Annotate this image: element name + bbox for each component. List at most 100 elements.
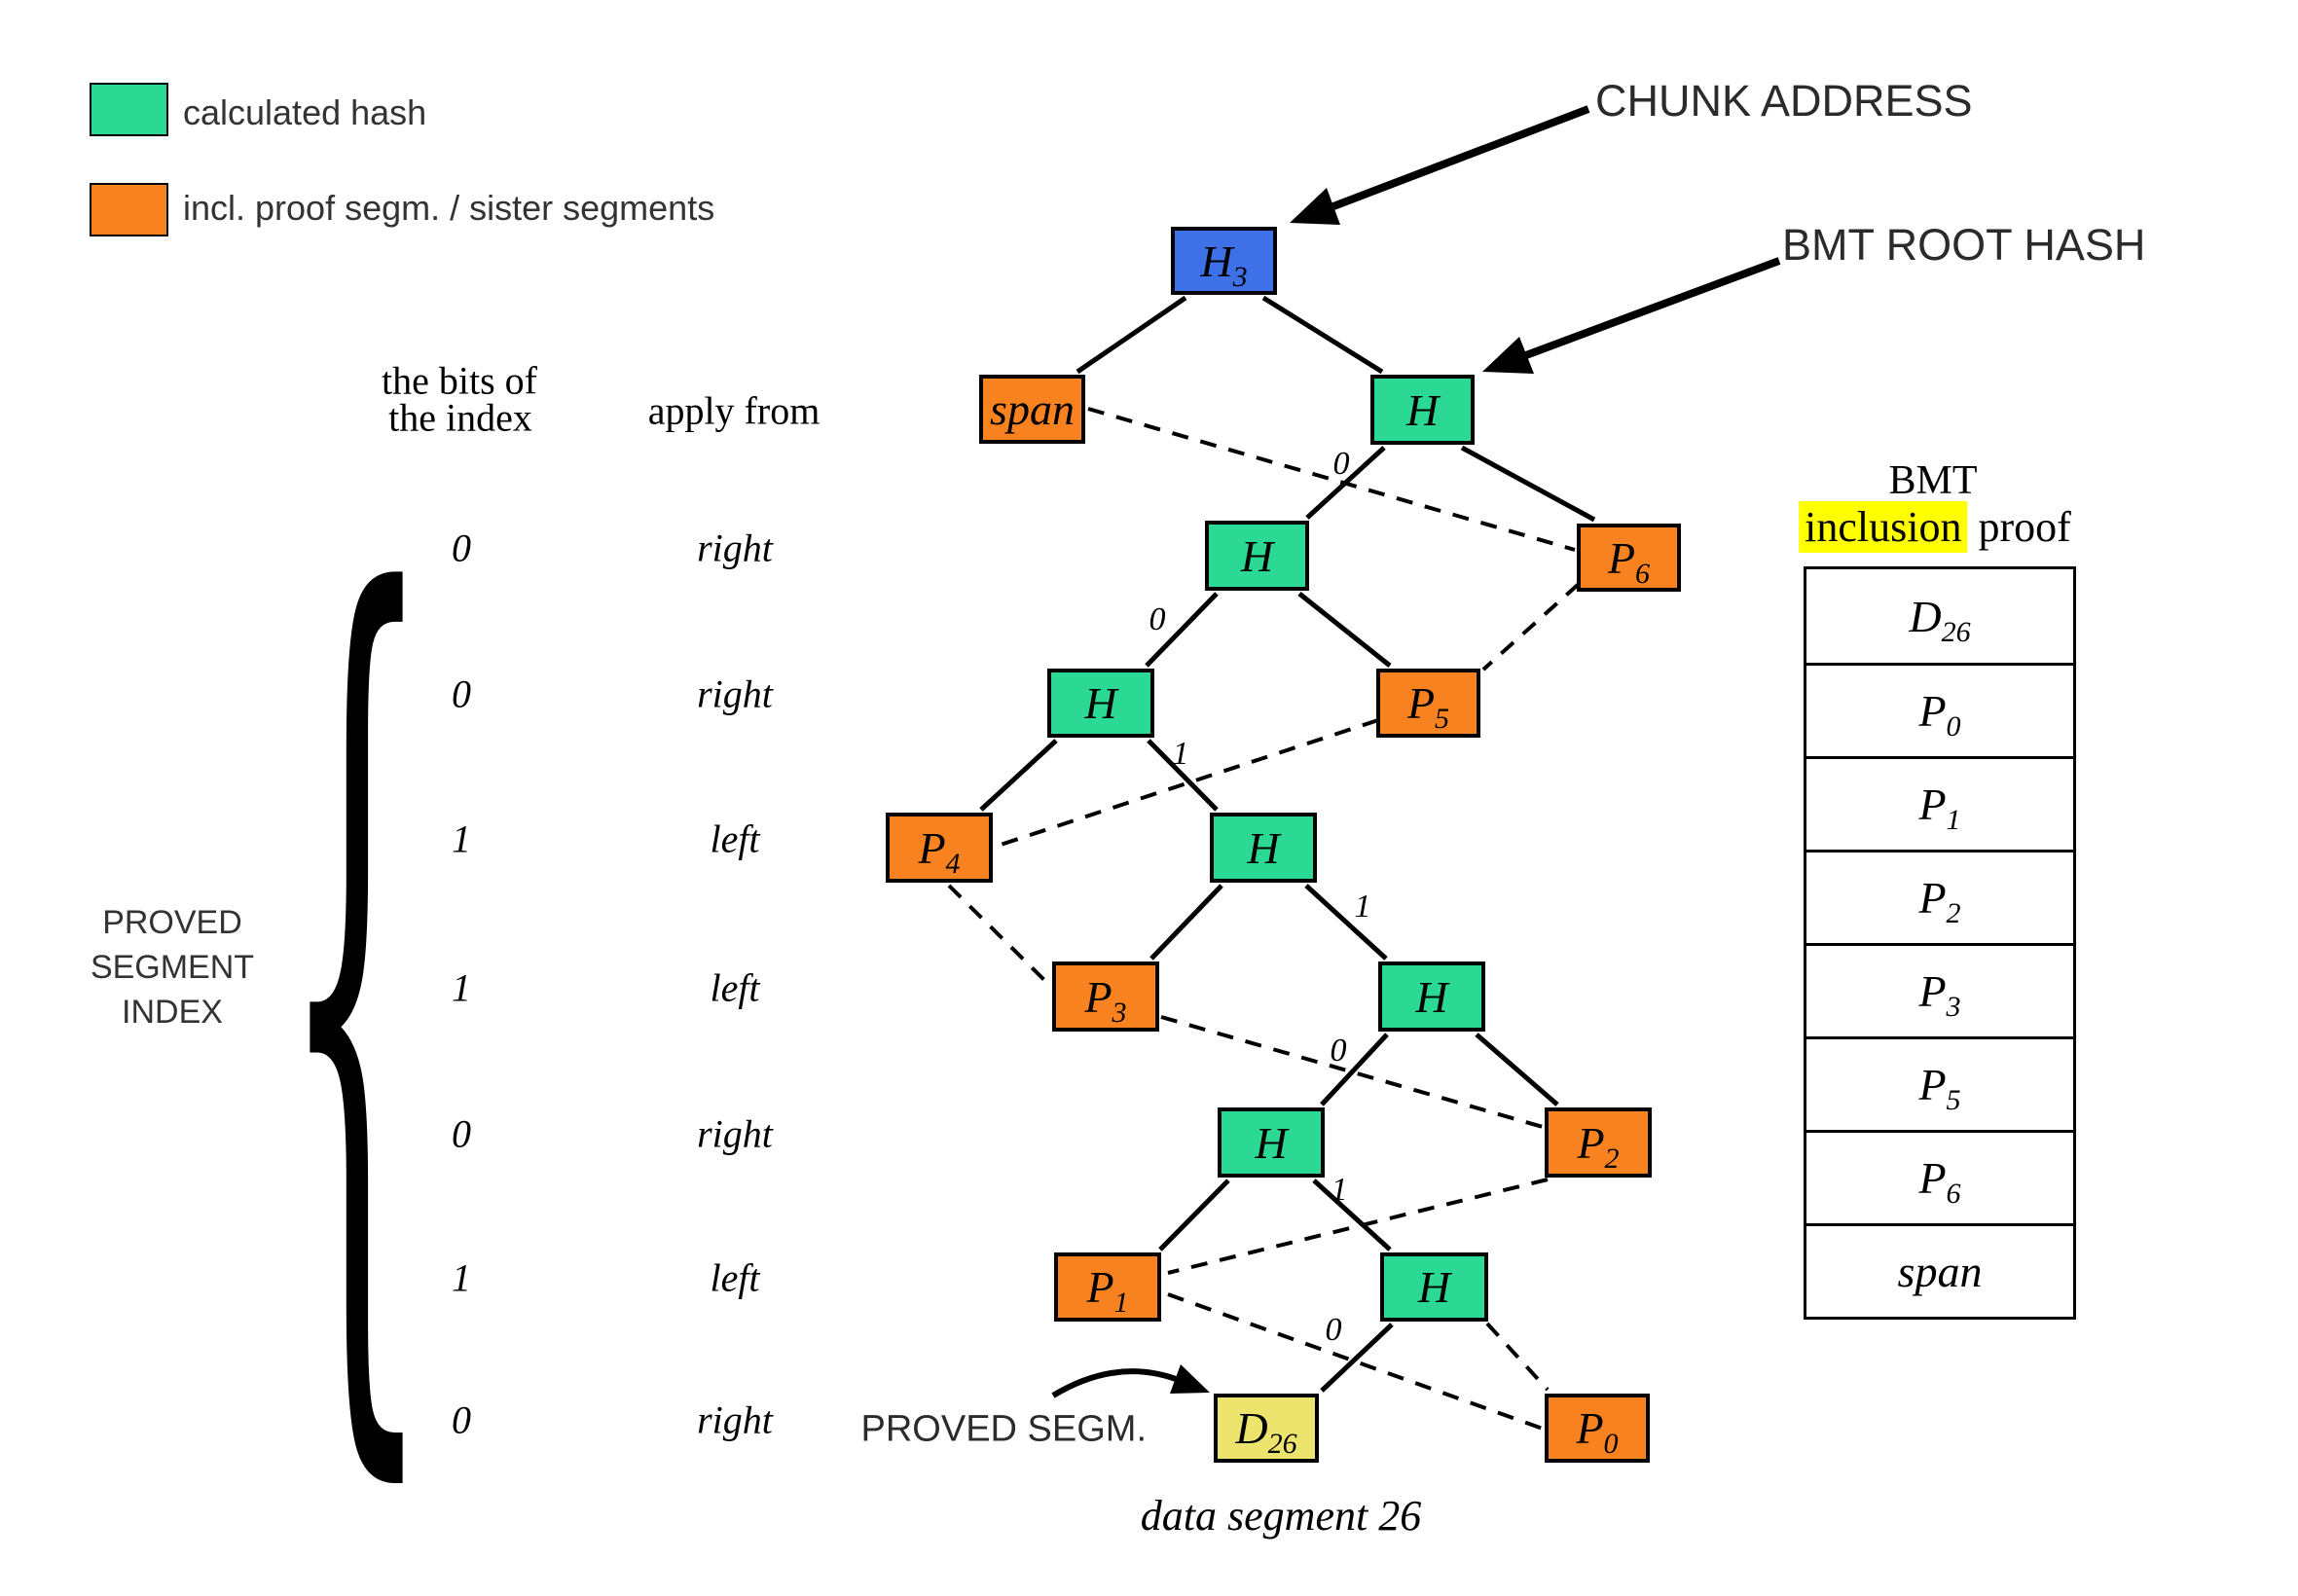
apply-from-value: right [697, 671, 773, 716]
bits-header-line1: the bits of [382, 358, 537, 403]
edge-bit-label: 0 [1332, 446, 1350, 482]
proof-table-row-P6: P6 [1806, 1130, 2073, 1223]
tree-node-label: H [1405, 384, 1440, 435]
proof-row-label: span [1897, 1247, 1983, 1296]
calculated-hash-swatch [90, 83, 168, 136]
tree-node-l7h: H [1218, 1107, 1325, 1178]
index-bit-value: 1 [452, 816, 471, 861]
tree-node-label: P5 [1406, 678, 1450, 736]
proof-row-label: P6 [1918, 1153, 1961, 1211]
proof-table-row-P3: P3 [1806, 943, 2073, 1036]
bmt-root-hash-label: BMT ROOT HASH [1782, 220, 2146, 270]
tree-node-l8h: H [1380, 1252, 1488, 1322]
tree-dashed-edge [1087, 407, 1576, 552]
index-bit-value: 1 [452, 965, 471, 1010]
tree-dashed-edge [994, 718, 1379, 849]
tree-node-p1: P1 [1054, 1252, 1161, 1322]
tree-solid-edge [1145, 592, 1219, 668]
apply-from-value: right [697, 1397, 773, 1442]
edge-bit-label: 1 [1331, 1172, 1348, 1208]
index-bit-value: 0 [452, 1111, 471, 1156]
index-bit-value: 1 [452, 1255, 471, 1300]
legend-label-proof-segments: incl. proof segm. / sister segments [183, 188, 715, 228]
tree-dashed-edge [1485, 1322, 1550, 1392]
proof-table-title-bmt: BMT [1888, 458, 1978, 503]
tree-node-l5h: H [1210, 813, 1317, 883]
proved-segm-arrow [1051, 1364, 1210, 1398]
tree-node-p6: P6 [1577, 524, 1681, 592]
tree-node-label: H [1240, 530, 1274, 581]
tree-node-label: H [1084, 678, 1117, 728]
tree-dashed-edge [1160, 1015, 1544, 1129]
tree-node-p0: P0 [1545, 1394, 1650, 1463]
tree-node-p2: P2 [1545, 1107, 1652, 1178]
apply-from-value: right [697, 1111, 773, 1156]
proved-segment-index-label: PROVED SEGMENT INDEX [91, 900, 254, 1034]
proof-segments-swatch [90, 183, 168, 236]
tree-node-label: H3 [1200, 236, 1248, 293]
proved-segment-index-line: INDEX [122, 994, 223, 1031]
tree-node-label: P3 [1084, 971, 1127, 1029]
proof-table-row-P1: P1 [1806, 756, 2073, 850]
tree-node-l3h: H [1205, 521, 1309, 591]
tree-solid-edge [979, 739, 1058, 812]
bmt-root-hash-arrow [1482, 257, 1781, 374]
proof-table-row-P5: P5 [1806, 1036, 2073, 1130]
tree-node-label: H [1255, 1117, 1288, 1168]
edge-bit-label: 0 [1149, 601, 1166, 637]
apply-from-value: left [710, 816, 760, 861]
tree-node-label: D26 [1235, 1403, 1297, 1461]
tree-node-label: H [1247, 822, 1280, 873]
edge-bit-label: 1 [1172, 736, 1189, 772]
proved-segment-index-brace: { [279, 409, 433, 1557]
proof-row-label: P3 [1918, 966, 1961, 1024]
edge-bit-label: 0 [1330, 1033, 1347, 1069]
tree-solid-edge [1076, 295, 1187, 375]
proved-segment-index-line: SEGMENT [90, 949, 255, 986]
tree-dashed-edge [1167, 1178, 1549, 1275]
chunk-address-label: CHUNK ADDRESS [1595, 76, 1973, 126]
tree-solid-edge [1312, 1179, 1392, 1251]
apply-from-value: left [710, 965, 760, 1010]
tree-solid-edge [1304, 884, 1388, 961]
proof-table-row-P0: P0 [1806, 663, 2073, 756]
data-segment-caption: data segment 26 [1140, 1492, 1422, 1540]
chunk-address-arrow [1290, 105, 1590, 225]
edge-bit-label: 1 [1354, 889, 1371, 925]
tree-node-l4h: H [1047, 669, 1154, 738]
tree-node-span: span [979, 375, 1085, 444]
apply-from-header: apply from [647, 388, 821, 433]
tree-solid-edge [1475, 1033, 1559, 1106]
tree-node-label: H [1417, 1262, 1451, 1312]
tree-dashed-edge [947, 884, 1051, 987]
tree-solid-edge [1297, 592, 1392, 668]
apply-from-value: right [697, 526, 773, 570]
tree-node-h3: H3 [1171, 227, 1277, 295]
tree-node-label: P2 [1577, 1117, 1620, 1175]
proof-title-rest: proof [1967, 503, 2071, 551]
proved-segment-index-line: PROVED [102, 904, 242, 941]
tree-node-label: P0 [1576, 1403, 1619, 1461]
tree-node-label: P4 [918, 822, 961, 880]
edge-bit-label: 0 [1325, 1312, 1342, 1348]
proved-segm-label: PROVED SEGM. [860, 1408, 1148, 1450]
index-bit-value: 0 [452, 526, 471, 570]
tree-solid-edge [1320, 1323, 1394, 1393]
proof-table-title-line2: inclusion proof [1799, 501, 2071, 553]
tree-node-l6h: H [1378, 961, 1485, 1032]
tree-solid-edge [1147, 739, 1219, 812]
tree-node-p4: P4 [886, 813, 993, 883]
proof-row-label: P1 [1918, 780, 1961, 837]
tree-node-d26: D26 [1214, 1394, 1319, 1463]
tree-node-label: span [990, 384, 1075, 434]
proof-row-label: D26 [1909, 591, 1971, 648]
proof-table-row-D26: D26 [1806, 569, 2073, 663]
proof-table-row-span: span [1806, 1223, 2073, 1317]
bits-header-line2: the index [388, 395, 532, 440]
proof-row-label: P2 [1918, 873, 1961, 930]
tree-solid-edge [1158, 1179, 1230, 1251]
apply-from-value: left [710, 1255, 760, 1300]
